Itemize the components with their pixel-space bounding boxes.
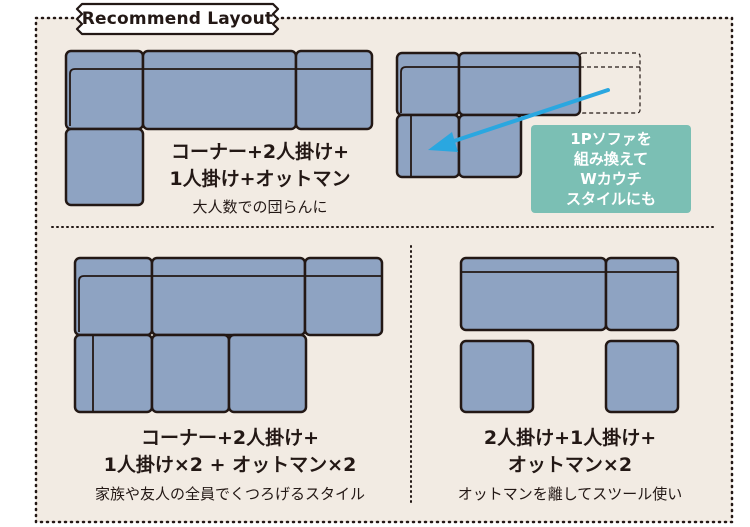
layout-2-diagram: [395, 51, 641, 179]
callout-line-1: 1Pソファを: [570, 130, 652, 148]
layout-1-description: 大人数での団らんに: [192, 198, 328, 216]
move-arrow-line: [446, 88, 610, 145]
ottoman-unit: [227, 333, 308, 414]
layout-3-caption: コーナー+2人掛け+ 1人掛け×2 + オットマン×2: [60, 425, 400, 479]
ottoman-unit: [64, 127, 145, 207]
layout-4-diagram: [459, 256, 680, 414]
one-seater-unit: [604, 256, 680, 332]
ghost-one-seater: [579, 52, 641, 114]
ottoman-unit: [457, 113, 523, 179]
callout-line-3: Wカウチ: [580, 170, 642, 188]
layout-1-caption-line1: コーナー+2人掛け+: [170, 141, 350, 163]
layout-1-caption: コーナー+2人掛け+ 1人掛け+オットマン: [150, 139, 370, 193]
title-badge-shape: [75, 2, 280, 36]
one-seater-unit: [294, 49, 374, 131]
ottoman-unit: [459, 339, 535, 414]
layout-4-caption-line1: 2人掛け+1人掛け+: [483, 427, 657, 449]
callout-line-4: スタイルにも: [565, 190, 656, 208]
two-seater-unit: [141, 49, 298, 131]
ottoman-unit: [604, 339, 680, 414]
corner-unit: [64, 49, 145, 131]
layout-3-caption-line1: コーナー+2人掛け+: [140, 427, 320, 449]
rotated-one-seater-unit: [73, 333, 154, 414]
layout-2-callout: 1Pソファを 組み換えて Wカウチ スタイルにも: [531, 125, 691, 213]
move-arrow-head: [428, 132, 458, 152]
layout-4-description: オットマンを離してスツール使い: [457, 485, 683, 503]
callout-line-2: 組み換えて: [573, 150, 649, 168]
ottoman-unit: [150, 333, 231, 414]
layout-4-caption: 2人掛け+1人掛け+ オットマン×2: [425, 425, 715, 479]
two-seater-unit: [150, 256, 307, 337]
page-title: Recommend Layout: [81, 9, 274, 29]
one-seater-unit: [303, 256, 384, 337]
corner-unit: [73, 256, 154, 337]
layout-4-caption-line2: オットマン×2: [507, 454, 633, 476]
two-seater-unit: [459, 256, 608, 332]
layout-1-caption-line2: 1人掛け+オットマン: [169, 168, 351, 190]
layout-3-description: 家族や友人の全員でくつろげるスタイル: [94, 485, 365, 503]
corner-unit: [395, 51, 461, 117]
layout-1-diagram: [64, 49, 374, 207]
layout-3-caption-line2: 1人掛け×2 + オットマン×2: [103, 454, 357, 476]
layout-3-diagram: [73, 256, 384, 414]
